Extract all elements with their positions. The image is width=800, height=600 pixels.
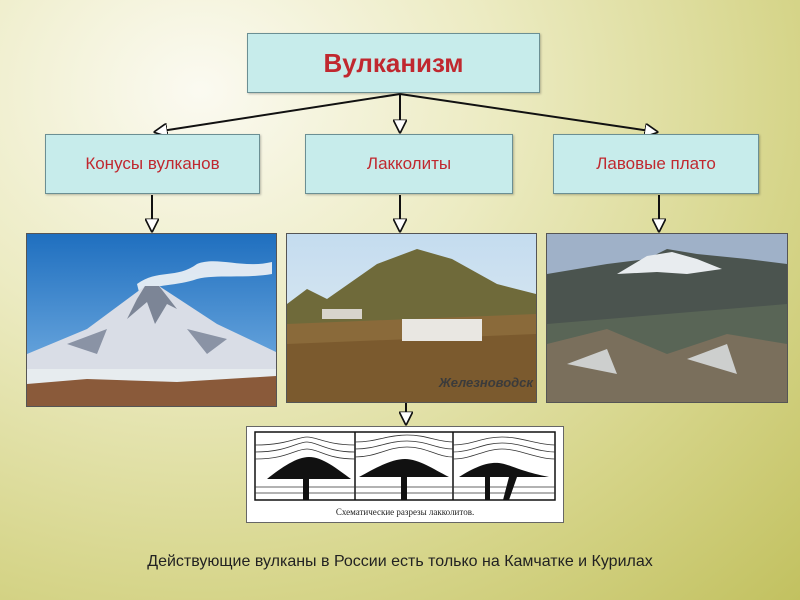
title-box: Вулканизм	[247, 33, 540, 93]
lava-plateau-photo	[546, 233, 788, 403]
volcano-cone-photo	[26, 233, 277, 407]
arrow-to-cones	[155, 93, 401, 132]
photo-caption: Железноводск	[438, 375, 535, 390]
schema-caption: Схематические разрезы лакколитов.	[336, 507, 474, 517]
branch-label-cones: Конусы вулканов	[85, 154, 220, 173]
footer-note: Действующие вулканы в России есть только…	[147, 553, 653, 570]
branch-box-cones: Конусы вулканов	[45, 134, 260, 194]
branch-box-lava-plateau: Лавовые плато	[553, 134, 759, 194]
branch-box-laccoliths: Лакколиты	[305, 134, 513, 194]
branch-label-lava-plateau: Лавовые плато	[596, 154, 716, 173]
arrow-to-lava	[399, 93, 657, 132]
laccolith-photo: Железноводск	[286, 233, 537, 403]
branch-label-laccoliths: Лакколиты	[366, 154, 452, 173]
laccolith-cross-section-diagram: Схематические разрезы лакколитов.	[246, 426, 564, 523]
title-text: Вулканизм	[323, 47, 464, 78]
